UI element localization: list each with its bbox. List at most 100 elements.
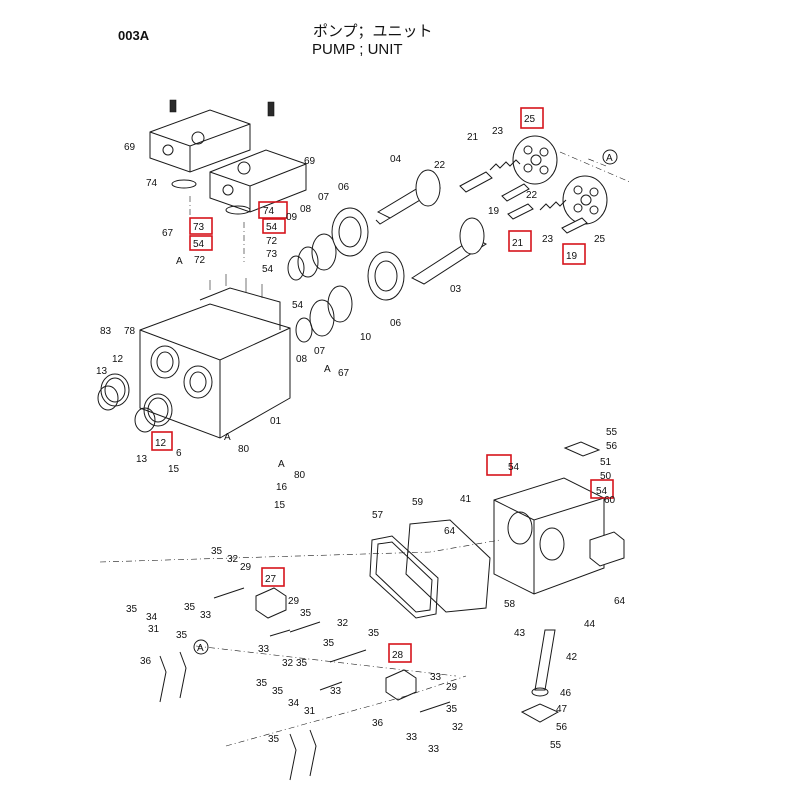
piston-upper xyxy=(459,171,493,193)
page-code: 003A xyxy=(118,28,150,43)
box-54-left xyxy=(189,235,213,251)
box-12 xyxy=(151,431,173,451)
callout: 55 xyxy=(606,427,618,438)
callout: 13 xyxy=(136,454,148,465)
callout: 09 xyxy=(286,212,298,223)
ring-10 xyxy=(327,285,353,323)
reference-marks: A A A A A A xyxy=(176,149,618,655)
callout: 08 xyxy=(300,204,312,215)
callout: 41 xyxy=(460,494,472,505)
callout: 35 xyxy=(184,602,196,613)
callout: 54 xyxy=(266,222,278,233)
box-74 xyxy=(258,201,288,219)
callout: 56 xyxy=(556,722,568,733)
callout: 64 xyxy=(444,526,456,537)
pin-19-upper xyxy=(507,203,534,220)
callout: 51 xyxy=(600,457,612,468)
box-25 xyxy=(520,107,544,129)
cylinder-block-upper xyxy=(512,135,558,185)
shaft-42 xyxy=(534,629,556,691)
callout: 35 xyxy=(211,546,223,557)
pin-21 xyxy=(501,183,530,202)
callout: 25 xyxy=(524,114,536,125)
bearing-06-lower xyxy=(367,251,405,301)
box-21 xyxy=(508,230,532,252)
callout: 19 xyxy=(488,206,500,217)
ref-a-1: A xyxy=(606,153,613,164)
callout: 46 xyxy=(560,688,572,699)
callout: 15 xyxy=(168,464,180,475)
callout: 55 xyxy=(550,740,562,751)
callout: 54 xyxy=(292,300,304,311)
callout: 67 xyxy=(338,368,350,379)
box-28 xyxy=(388,643,412,663)
parts-layer xyxy=(97,99,631,781)
ring-07-lower xyxy=(309,299,335,337)
callout: 33 xyxy=(406,732,418,743)
callout: 21 xyxy=(467,132,479,143)
callout: 31 xyxy=(304,706,316,717)
cover-47 xyxy=(520,703,560,723)
callout: 12 xyxy=(112,354,124,365)
ref-a-4: A xyxy=(224,432,231,443)
ref-a-2: A xyxy=(197,643,204,654)
callout: 35 xyxy=(268,734,280,745)
ring-12-lower xyxy=(143,393,173,427)
seal-ring-57 xyxy=(369,535,439,619)
callout: 27 xyxy=(265,574,277,585)
callout: 19 xyxy=(566,251,578,262)
o-ring-74-left xyxy=(171,179,197,189)
callout: 58 xyxy=(504,599,516,610)
callout: 72 xyxy=(266,236,278,247)
snap-ring-13-upper xyxy=(97,385,119,411)
plate-51 xyxy=(563,441,601,457)
ring-09 xyxy=(287,255,305,281)
callout: 36 xyxy=(372,718,384,729)
callout: 21 xyxy=(512,238,524,249)
callout: 29 xyxy=(446,682,458,693)
callout: 47 xyxy=(556,704,568,715)
ref-a-6: A xyxy=(324,364,331,375)
o-ring-74-right xyxy=(225,205,251,215)
spring-23-upper xyxy=(489,159,521,171)
callout: 34 xyxy=(288,698,300,709)
callout: 74 xyxy=(146,178,158,189)
callout: 42 xyxy=(566,652,578,663)
callout: 35 xyxy=(296,658,308,669)
ref-a-5: A xyxy=(278,459,285,470)
callout: 33 xyxy=(330,686,342,697)
regulator-lower xyxy=(209,101,307,213)
callout: 54 xyxy=(508,462,520,473)
callout: 33 xyxy=(430,672,442,683)
callout: 72 xyxy=(194,255,206,266)
callout: 28 xyxy=(392,650,404,661)
snap-ring-13-lower xyxy=(134,407,156,433)
title-japanese: ポンプ；ユニット xyxy=(313,23,433,40)
callout: 08 xyxy=(296,354,308,365)
callout: 07 xyxy=(314,346,326,357)
callout: 03 xyxy=(450,284,462,295)
servo-27 xyxy=(255,587,287,619)
pump-casing xyxy=(139,274,291,439)
ref-a-3: A xyxy=(176,256,183,267)
gasket-59 xyxy=(405,519,491,613)
callout: 80 xyxy=(238,444,250,455)
callout: 59 xyxy=(412,497,424,508)
callout: 34 xyxy=(146,612,158,623)
shaft-04 xyxy=(375,169,442,225)
callout: 64 xyxy=(614,596,626,607)
callout: 31 xyxy=(148,624,160,635)
callout: 33 xyxy=(428,744,440,755)
callout: 13 xyxy=(96,366,108,377)
callout: 80 xyxy=(294,470,306,481)
callout: 54 xyxy=(193,239,205,250)
callout: 32 xyxy=(452,722,464,733)
spring-23-lower xyxy=(539,199,567,211)
callout: 15 xyxy=(274,500,286,511)
callout: 07 xyxy=(318,192,330,203)
callout: 50 xyxy=(600,471,612,482)
callout: 44 xyxy=(584,619,596,630)
callout: 33 xyxy=(200,610,212,621)
ring-08-upper xyxy=(297,246,319,278)
